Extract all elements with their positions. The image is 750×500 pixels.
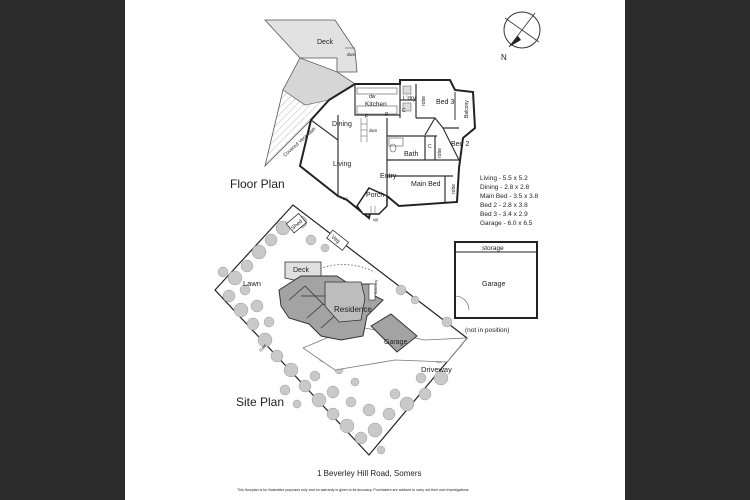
site-plan-title: Site Plan [236, 395, 284, 409]
site-balcony-label: Balcony [373, 280, 378, 294]
disclaimer-label: This floorplan is for illustrative purpo… [237, 488, 469, 492]
bed3-label: Bed 3 [436, 99, 454, 106]
address-label: 1 Beverley Hill Road, Somers [317, 469, 421, 478]
dimension-main-bed: Main Bed - 3.5 x 3.8 [480, 193, 539, 200]
dimension-bed2: Bed 2 - 2.8 x 3.8 [480, 202, 528, 209]
ac-label: ac [343, 196, 349, 201]
ldry-label: L'dry [403, 96, 416, 102]
c2-label: C [428, 144, 432, 150]
left-margin [0, 0, 125, 500]
garage-storage-label: storage [482, 245, 504, 252]
dimension-garage: Garage - 6.0 x 6.5 [480, 220, 533, 227]
gate-label: Gate [258, 342, 268, 352]
plan-drawing: Deck dwn Covered Verandah dw Kitchen L'd… [214, 11, 541, 492]
site-plan: Shed Veg Deck Lawn Residence Balcony Gar… [214, 204, 468, 456]
f-label: F [365, 114, 368, 120]
floor-plan: Deck dwn Covered Verandah dw Kitchen L'd… [230, 19, 539, 227]
entry-label: Entry [380, 173, 397, 180]
dining-label: Dining [332, 121, 352, 128]
living-label: Living [333, 161, 351, 168]
site-garage [370, 313, 418, 353]
dw-label: dw [369, 94, 376, 100]
site-garage-label: Garage [384, 339, 407, 346]
robe-main-label: robe [451, 184, 457, 194]
deck-upper [264, 19, 358, 73]
garage-note-label: (not in position) [465, 327, 509, 334]
veg-label: Veg [330, 234, 341, 245]
driveway-label: Driveway [421, 365, 452, 374]
main-bed-label: Main Bed [411, 181, 441, 188]
right-margin [625, 0, 750, 500]
dimension-bed3: Bed 3 - 3.4 x 2.9 [480, 211, 528, 218]
lawn-label: Lawn [243, 279, 261, 288]
robe-mid-label: robe [437, 148, 443, 158]
deck-label: Deck [317, 39, 333, 46]
robe-top-label: robe [421, 96, 427, 106]
veg-garden: Veg [326, 229, 350, 251]
kitchen-label: Kitchen [365, 101, 387, 108]
dwn-hall-label: dwn [369, 128, 378, 133]
porch [356, 187, 388, 215]
compass-icon: N [501, 11, 541, 62]
deck-dwn-label: dwn [347, 52, 356, 57]
site-deck-label: Deck [293, 267, 309, 274]
dimension-dining: Dining - 2.8 x 2.8 [480, 184, 530, 191]
plan-sheet: Deck dwn Covered Verandah dw Kitchen L'd… [125, 0, 625, 500]
bath-label: Bath [404, 151, 419, 158]
compass-north-label: N [501, 53, 507, 62]
residence-label: Residence [334, 305, 372, 314]
c1-label: C [402, 108, 406, 114]
floor-plan-title: Floor Plan [230, 177, 285, 191]
porch-label: Porch [366, 192, 384, 199]
bed2-label: Bed 2 [451, 141, 469, 148]
garage-plan: storage Garage (not in position) [454, 241, 538, 334]
dimension-list: Living - 5.5 x 5.2 Dining - 2.8 x 2.8 Ma… [480, 175, 539, 227]
dimension-living: Living - 5.5 x 5.2 [480, 175, 528, 182]
garage-label: Garage [482, 281, 505, 288]
p-label: P [385, 112, 389, 118]
up-label: up [373, 217, 379, 222]
balcony-label: Balcony [464, 100, 470, 118]
